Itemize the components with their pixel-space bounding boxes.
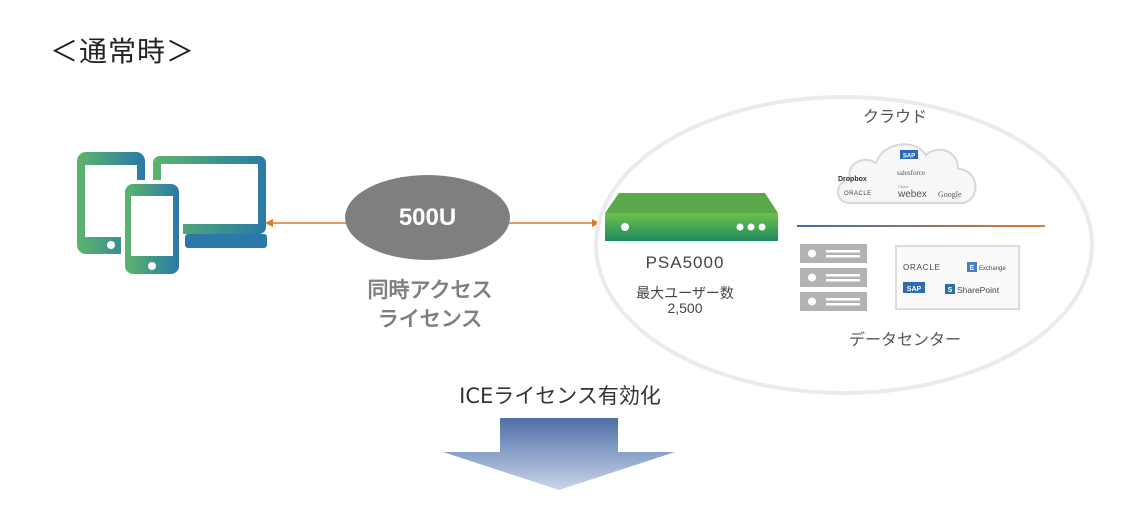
license-caption-line2: ライセンス <box>377 307 483 331</box>
activation-label: ICEライセンス有効化 <box>459 384 661 408</box>
dc-app-exchange-mark: E <box>970 265 975 272</box>
cloud-service-cisco: Cisco <box>898 184 909 189</box>
cloud-icon: SAP salesforce Dropbox ORACLE Cisco webe… <box>837 143 977 204</box>
appliance-icon <box>605 193 778 241</box>
appliance-max-users-value: 2,500 <box>667 300 703 316</box>
cloud-service-dropbox: Dropbox <box>838 176 867 183</box>
cloud-service-google: Google <box>938 190 962 199</box>
cloud-service-oracle: ORACLE <box>844 191 872 197</box>
cloud-service-sap: SAP <box>903 154 915 160</box>
datacenter-apps-panel: ORACLE E Exchange SAP S SharePoint <box>895 245 1020 310</box>
license-count-node: 500U <box>345 175 510 260</box>
license-count-value: 500U <box>398 203 457 231</box>
appliance-model: PSA5000 <box>645 253 725 272</box>
dc-app-sap: SAP <box>907 286 922 293</box>
cloud-service-webex: webex <box>897 189 927 200</box>
cloud-label: クラウド <box>862 107 927 126</box>
license-caption-line1: 同時アクセス <box>367 278 493 302</box>
cloud-service-salesforce: salesforce <box>897 169 925 177</box>
license-caption: 同時アクセス ライセンス <box>340 276 520 334</box>
page-title: ＜通常時＞ <box>50 35 196 68</box>
server-icon <box>800 244 867 311</box>
appliance-max-users-label: 最大ユーザー数 <box>636 286 734 302</box>
connector-arrow-left <box>265 219 350 227</box>
cloud-datacenter-divider <box>797 225 1045 227</box>
dc-app-sharepoint: SharePoint <box>957 285 1000 295</box>
datacenter-label: データセンター <box>848 330 961 349</box>
dc-app-exchange: Exchange <box>979 266 1006 272</box>
connector-arrow-right <box>505 219 600 227</box>
dc-app-sharepoint-mark: S <box>948 287 953 294</box>
down-arrow-icon <box>443 418 675 490</box>
network-boundary-circle <box>594 95 1094 395</box>
dc-app-oracle: ORACLE <box>903 263 941 272</box>
devices-icon <box>77 152 267 278</box>
